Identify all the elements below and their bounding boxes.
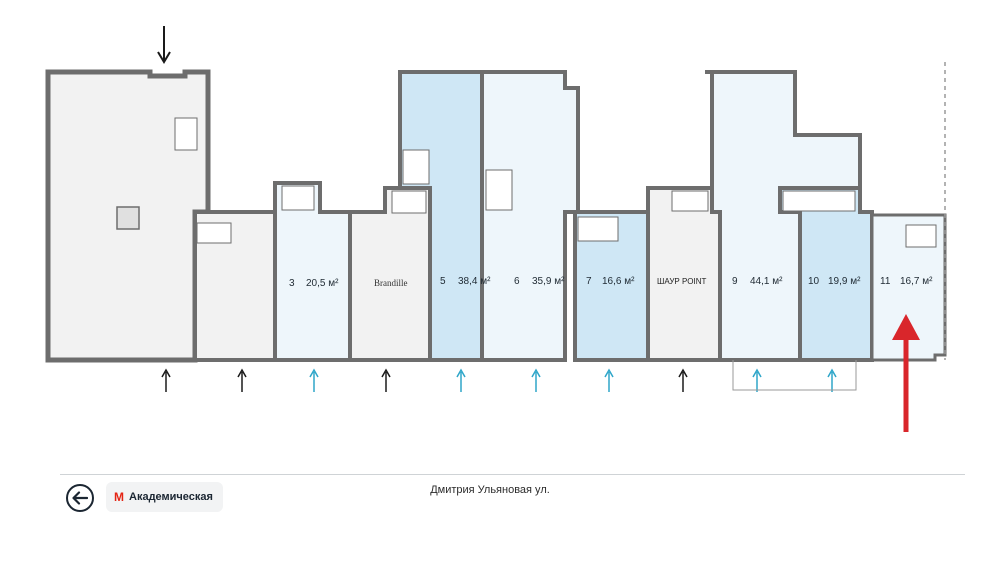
floor-plan: 3 20,5 м² Brandille 5 38,4 м² 6 35,9 м² … <box>45 26 947 432</box>
entrance-arrow-icon <box>604 368 614 392</box>
svg-text:3: 3 <box>289 278 295 289</box>
wc-icon <box>671 190 709 212</box>
tenant-label-shawpoint: ШАУР POINT <box>657 277 707 286</box>
arrow-left-icon <box>72 491 88 505</box>
metro-station-chip[interactable]: М Академическая <box>106 482 223 512</box>
back-button[interactable] <box>66 484 94 512</box>
street-name: Дмитрия Ульяновая ул. <box>430 484 550 496</box>
entrance-arrow-icon <box>827 368 837 392</box>
wc-icon <box>905 224 937 248</box>
unit-label-10: 10 19,9 м² <box>808 276 861 287</box>
svg-text:5: 5 <box>440 276 446 287</box>
svg-text:20,5 м²: 20,5 м² <box>306 278 339 289</box>
svg-text:10: 10 <box>808 276 820 287</box>
wc-icon <box>391 190 427 214</box>
entrance-arrow-icon <box>456 368 466 392</box>
entrance-arrow-icon <box>381 368 391 392</box>
premises-2 <box>193 210 277 362</box>
unit-label-6: 6 35,9 м² <box>514 276 565 287</box>
premises-brandille <box>348 186 432 362</box>
porch <box>732 360 857 391</box>
svg-text:35,9 м²: 35,9 м² <box>532 276 565 287</box>
entrance-arrow-icon <box>157 26 171 64</box>
entrance-arrow-icon <box>752 368 762 392</box>
wc-icon <box>281 185 315 211</box>
svg-text:44,1 м²: 44,1 м² <box>750 276 783 287</box>
tenant-label-brandille: Brandille <box>374 278 408 288</box>
street-line <box>60 474 965 475</box>
svg-text:16,7 м²: 16,7 м² <box>900 276 933 287</box>
unit-7[interactable] <box>573 210 650 362</box>
entrance-arrow-icon <box>237 368 247 392</box>
unit-5[interactable] <box>398 70 484 362</box>
svg-text:9: 9 <box>732 276 738 287</box>
unit-3[interactable] <box>273 181 352 362</box>
entrance-arrow-icon <box>531 368 541 392</box>
wc-icon <box>577 216 619 242</box>
wc-icon <box>196 222 232 244</box>
wc-icon <box>174 117 198 151</box>
svg-text:19,9 м²: 19,9 м² <box>828 276 861 287</box>
highlight-arrow-icon <box>892 314 920 432</box>
entrance-arrow-icon <box>309 368 319 392</box>
unit-label-11: 11 16,7 м² <box>880 276 933 287</box>
entrance-arrow-icon <box>161 368 171 392</box>
wc-icon <box>485 169 513 211</box>
unit-label-7: 7 16,6 м² <box>586 276 635 287</box>
wc-icon <box>782 190 856 212</box>
unit-label-5: 5 38,4 м² <box>440 276 491 287</box>
wc-icon <box>402 149 430 185</box>
premises-shawpoint <box>646 186 722 362</box>
metro-station-name: Академическая <box>129 491 213 503</box>
entrance-arrow-icon <box>678 368 688 392</box>
premises-main-hall <box>45 69 211 363</box>
svg-text:38,4 м²: 38,4 м² <box>458 276 491 287</box>
svg-text:16,6 м²: 16,6 м² <box>602 276 635 287</box>
unit-label-9: 9 44,1 м² <box>732 276 783 287</box>
metro-icon: М <box>114 490 124 504</box>
svg-text:11: 11 <box>880 276 891 287</box>
column <box>116 206 140 230</box>
svg-text:7: 7 <box>586 276 592 287</box>
svg-text:6: 6 <box>514 276 520 287</box>
unit-6[interactable] <box>480 70 580 362</box>
unit-label-3: 3 20,5 м² <box>289 278 339 289</box>
